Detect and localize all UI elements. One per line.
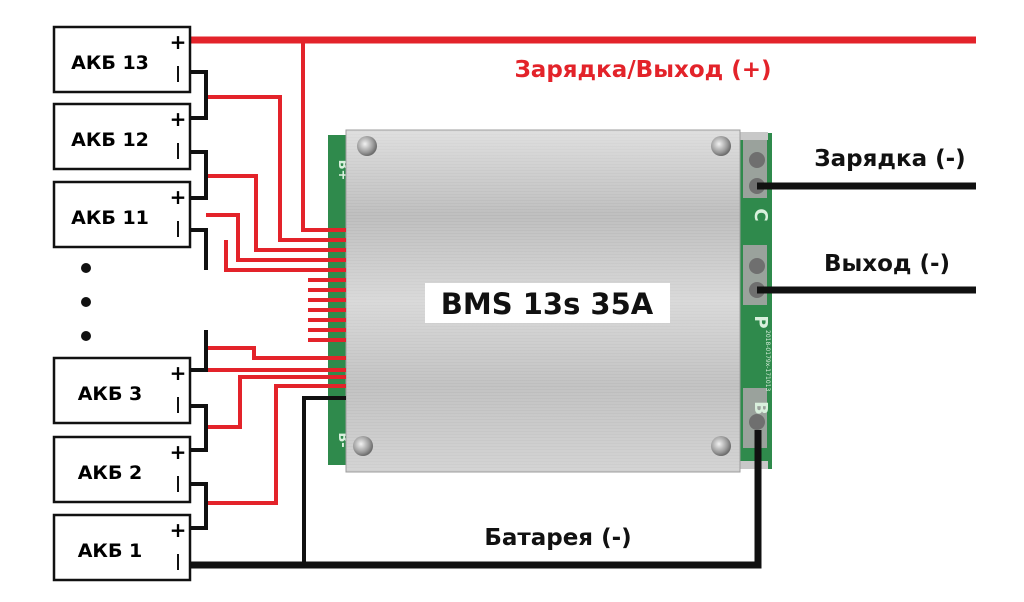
cell-akb-2: АКБ 2 + xyxy=(52,435,192,504)
balance-wire-b11 xyxy=(206,174,346,252)
cell-label: АКБ 1 xyxy=(78,540,143,562)
pad-b-label: B xyxy=(750,401,771,415)
bms-title: BMS 13s 35A xyxy=(441,287,654,321)
balance-wire-b2b xyxy=(206,375,346,429)
screw-bottom-right-icon xyxy=(711,436,731,456)
cell-label: АКБ 11 xyxy=(71,207,149,229)
plus-sign: + xyxy=(170,361,187,385)
pcb-right-strip: C P B 2018-0179x-171013 xyxy=(738,132,772,469)
cell-akb-13: АКБ 13 + xyxy=(52,25,192,94)
plus-sign: + xyxy=(170,185,187,209)
screw-top-right-icon xyxy=(711,136,731,156)
cell-label: АКБ 12 xyxy=(71,129,149,151)
plus-sign: + xyxy=(170,518,187,542)
bms-heatsink-plate: BMS 13s 35A xyxy=(345,129,741,473)
screw-bottom-left-icon xyxy=(353,436,373,456)
bms-b-minus-wire xyxy=(302,396,346,565)
silk-code-label: 2018-0179x-171013 xyxy=(764,330,771,392)
negative-wires xyxy=(178,70,976,569)
dot xyxy=(81,297,91,307)
battery-negative-wire xyxy=(190,430,762,569)
cell-label: АКБ 3 xyxy=(78,383,143,405)
cell-label: АКБ 13 xyxy=(71,52,149,74)
balance-wire-b9 xyxy=(224,240,346,272)
dot xyxy=(81,263,91,273)
pad-c-label: C xyxy=(750,208,771,221)
cell-akb-12: АКБ 12 + xyxy=(52,102,192,171)
cell-akb-1: АКБ 1 + xyxy=(52,513,192,582)
link-3-2 xyxy=(178,404,208,452)
cell-label: АКБ 2 xyxy=(78,462,143,484)
cell-akb-3: АКБ 3 + xyxy=(52,356,192,425)
dot xyxy=(81,331,91,341)
plus-sign: + xyxy=(170,440,187,464)
cell-akb-11: АКБ 11 + xyxy=(52,180,192,249)
ellipsis-dots xyxy=(81,263,91,341)
balance-wire-b13 xyxy=(301,40,346,232)
balance-wires xyxy=(190,36,976,505)
plus-sign: + xyxy=(170,30,187,54)
balance-wire-b1 xyxy=(206,384,346,505)
charge-negative-label: Зарядка (-) xyxy=(814,146,965,172)
pad-p-label: P xyxy=(750,315,771,328)
plus-sign: + xyxy=(170,107,187,131)
screw-top-left-icon xyxy=(357,136,377,156)
bms-title-box xyxy=(425,283,670,323)
link-2-1 xyxy=(178,482,208,530)
charge-output-positive-label: Зарядка/Выход (+) xyxy=(514,57,771,83)
balance-wire-b12 xyxy=(206,95,346,242)
balance-wire-b3 xyxy=(206,346,346,360)
link-12-11 xyxy=(178,150,208,200)
balance-wire-b10 xyxy=(206,213,346,262)
battery-negative-label: Батарея (-) xyxy=(484,525,631,551)
link-13-12 xyxy=(178,70,208,120)
output-negative-label: Выход (-) xyxy=(824,251,950,277)
